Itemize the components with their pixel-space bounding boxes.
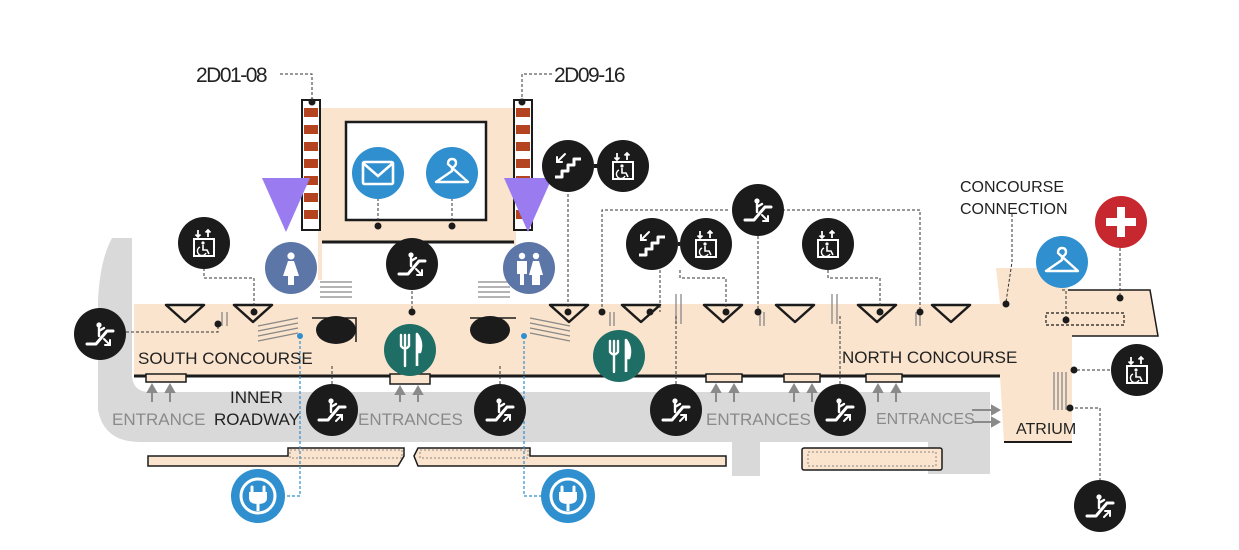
north-concourse-label: NORTH CONCOURSE [842, 348, 1017, 367]
gate-direction-marker [262, 178, 552, 232]
escalator-icon[interactable] [306, 384, 358, 436]
entrances-label-2: ENTRANCES [706, 410, 811, 429]
gate-range-label-south: 2D01-08 [196, 64, 267, 87]
womens-restroom-icon[interactable] [265, 242, 317, 294]
escalator-icon[interactable] [814, 384, 866, 436]
entrance-label: ENTRANCE [112, 410, 206, 429]
concourse-connection-label: CONCOURSE [960, 179, 1064, 196]
restroom-icon[interactable] [503, 242, 555, 294]
south-concourse-label: SOUTH CONCOURSE [138, 349, 313, 368]
leader-lines [126, 73, 1121, 480]
escalator-icon[interactable] [386, 238, 438, 290]
roadway-islands [147, 447, 943, 471]
charging-icon[interactable] [541, 469, 595, 523]
elevator-icon[interactable] [802, 218, 854, 270]
elevator-core [312, 316, 516, 344]
charging-icon[interactable] [231, 469, 285, 523]
escalator-icon[interactable] [1074, 480, 1126, 532]
escalator-icon[interactable] [474, 384, 526, 436]
charging-leader-lines [286, 336, 542, 497]
elevator-icon[interactable] [597, 140, 649, 192]
atrium-label: ATRIUM [1016, 421, 1076, 438]
entrance-arrows [146, 382, 1002, 428]
elevator-icon[interactable] [1111, 344, 1163, 396]
charging-dots [297, 333, 527, 339]
coat-check-icon[interactable] [426, 147, 478, 199]
dining-icon[interactable] [384, 324, 436, 376]
escalator-icon[interactable] [732, 184, 784, 236]
stairs-icon[interactable] [626, 218, 678, 270]
coat-check-icon[interactable] [1036, 236, 1088, 288]
inner-roadway-label: INNER [230, 388, 283, 407]
elevator-icon[interactable] [178, 217, 230, 269]
first-aid-icon[interactable] [1095, 196, 1147, 248]
concourse-connection-label-2: CONNECTION [960, 201, 1068, 218]
gate-range-label-north: 2D09-16 [554, 64, 625, 87]
dining-icon[interactable] [593, 330, 645, 382]
inner-roadway-label-2: ROADWAY [214, 410, 300, 429]
entrances-label-1: ENTRANCES [358, 410, 463, 429]
leader-dots [214, 222, 1124, 412]
entrances-label-3: ENTRANCES [876, 411, 975, 428]
escalator-icon[interactable] [650, 384, 702, 436]
escalator-icon[interactable] [74, 308, 126, 360]
mail-icon[interactable] [352, 147, 404, 199]
stairs-icon[interactable] [542, 140, 594, 192]
elevator-icon[interactable] [680, 218, 732, 270]
